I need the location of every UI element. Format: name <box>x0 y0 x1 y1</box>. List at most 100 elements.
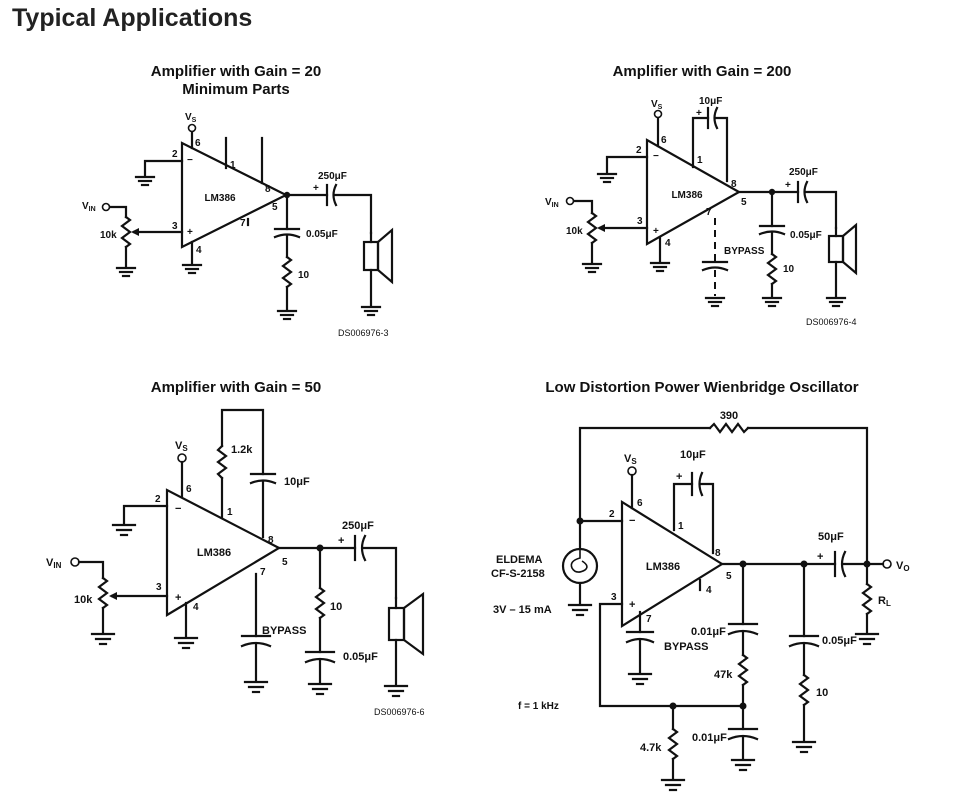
circuit3-pin3: 3 <box>156 582 162 593</box>
circuit4-lamp: 2 ELDEMA CF-S-2158 3V – 15 mA <box>491 509 624 617</box>
circuit1-pin5: 5 <box>272 202 278 213</box>
circuit3-vs-label: VS <box>175 440 188 453</box>
circuit3-bypass: 7 BYPASS <box>240 567 306 694</box>
circuit4-freq-label: f = 1 kHz <box>518 701 559 712</box>
circuit1-pin2: 2 <box>172 149 178 160</box>
circuit-gain-50: Amplifier with Gain = 50 − + LM386 VS 6 … <box>46 379 425 717</box>
circuit4-cap-plus: + <box>817 551 823 563</box>
circuit4-pin1: 1 <box>678 521 684 532</box>
circuit2-pin7: 7 <box>706 207 712 218</box>
circuit1-nc-pins: 1 7 8 5 <box>224 136 278 229</box>
circuit4-gain-cap-label: 10μF <box>680 449 706 461</box>
circuit1-output: + 250μF 0.05μF 10 <box>273 171 394 321</box>
circuit4-pin4-7: 4 7 BYPASS <box>625 578 712 686</box>
circuit4-lamp-line2: CF-S-2158 <box>491 568 545 580</box>
circuit4-rl-label: RL <box>878 595 891 608</box>
circuit3-pin8: 8 <box>268 535 274 546</box>
circuit2-title: Amplifier with Gain = 200 <box>613 63 792 80</box>
circuit3-chip-label: LM386 <box>197 547 231 559</box>
circuit1-vin-pot: VIN 10k 3 <box>82 201 184 278</box>
circuit4-pin7: 7 <box>646 614 652 625</box>
circuit2-output: 5 + 250μF 0.05μF 10 <box>737 167 858 308</box>
circuit-wienbridge-oscillator: Low Distortion Power Wienbridge Oscillat… <box>491 379 910 792</box>
circuit2-pin2: 2 <box>636 145 642 156</box>
circuit4-pin8: 8 <box>715 548 721 559</box>
circuit1-cap-shunt-label: 0.05μF <box>306 229 338 240</box>
circuit2-res-shunt-label: 10 <box>783 264 795 275</box>
circuit2-pin6: 6 <box>661 135 667 146</box>
circuit1-pin3: 3 <box>172 221 178 232</box>
circuit4-res-wien-label: 47k <box>714 669 733 681</box>
circuit2-pin4-ground: 4 <box>649 236 671 273</box>
circuit2-minus-sign: − <box>653 151 659 162</box>
circuit4-cap-shunt-label: 0.05μF <box>822 635 857 647</box>
circuit3-cap-plus: + <box>338 535 344 547</box>
circuit4-feedback-390: 390 <box>578 410 869 566</box>
circuit4-title: Low Distortion Power Wienbridge Oscillat… <box>545 379 858 396</box>
circuit3-pot-label: 10k <box>74 594 93 606</box>
circuit1-pin4-ground: 4 <box>181 240 203 275</box>
circuit4-bypass-label: BYPASS <box>664 641 708 653</box>
circuit3-cap-shunt-label: 0.05μF <box>343 651 378 663</box>
circuit1-speaker-icon <box>362 227 394 285</box>
circuit2-plus-sign: + <box>653 226 659 237</box>
circuit4-cap-wien1-label: 0.01μF <box>691 626 726 638</box>
circuit2-cap-plus: + <box>785 180 791 191</box>
circuit4-lamp-icon <box>561 547 599 585</box>
circuit1-pin6: 6 <box>195 138 201 149</box>
circuit4-gain-cap-plus: + <box>676 471 682 483</box>
circuit2-pin5: 5 <box>741 197 747 208</box>
circuit2-cap-shunt-label: 0.05μF <box>790 230 822 241</box>
circuit2-cap-out-label: 250μF <box>789 167 818 178</box>
circuit2-gain-cap-label: 10μF <box>699 96 722 107</box>
circuit1-pin1: 1 <box>230 160 236 171</box>
circuit3-pin4-ground: 4 <box>173 601 199 650</box>
circuit4-lamp-rating: 3V – 15 mA <box>493 604 552 616</box>
circuit3-vs: VS 6 <box>175 440 192 498</box>
circuit3-vin-pot: VIN 10k 3 <box>46 557 169 646</box>
circuit1-vs: VS 6 <box>185 112 201 150</box>
circuit1-pin4: 4 <box>196 245 202 256</box>
circuit4-minus-sign: − <box>629 515 635 527</box>
circuit4-opamp: − + LM386 <box>620 500 725 628</box>
circuit2-pot-label: 10k <box>566 226 583 237</box>
circuit2-bypass-label: BYPASS <box>724 246 765 257</box>
circuit3-output: 5 + 250μF 10 0.05μF <box>277 520 425 698</box>
circuit1-res-shunt-label: 10 <box>298 270 310 281</box>
circuit1-chip-label: LM386 <box>204 193 236 204</box>
circuit2-vs-label: VS <box>651 99 663 111</box>
circuit4-res-gnd-label: 4.7k <box>640 742 662 754</box>
circuit3-pin6: 6 <box>186 484 192 495</box>
circuit2-vin-label: VIN <box>545 197 559 209</box>
circuit3-bypass-label: BYPASS <box>262 625 306 637</box>
circuit1-pin2-ground: 2 <box>134 149 184 187</box>
circuit1-title-line1: Amplifier with Gain = 20 <box>151 63 321 80</box>
circuit4-vo-label: VO <box>896 560 910 573</box>
circuit3-pin2-ground: 2 <box>111 494 169 537</box>
circuit4-pin5: 5 <box>726 571 732 582</box>
circuit1-opamp: − + LM386 <box>180 141 289 249</box>
circuit3-title: Amplifier with Gain = 50 <box>151 379 321 396</box>
circuit2-pin8: 8 <box>731 179 737 190</box>
circuit4-res-shunt-label: 10 <box>816 687 828 699</box>
circuit3-res-shunt-label: 10 <box>330 601 342 613</box>
circuit2-gain-cap-plus: + <box>696 108 702 119</box>
page-title: Typical Applications <box>12 4 253 32</box>
circuit4-pin6: 6 <box>637 498 643 509</box>
circuit4-wien-network: 5 0.01μF 47k 0.01μF <box>691 560 837 772</box>
circuit4-vs-label: VS <box>624 453 637 466</box>
circuit-gain-200: Amplifier with Gain = 200 − + LM386 VS 6… <box>545 63 858 327</box>
circuit3-pin1: 1 <box>227 507 233 518</box>
circuit4-pin2: 2 <box>609 509 615 520</box>
circuit2-chip-label: LM386 <box>671 190 703 201</box>
circuit1-minus-sign: − <box>187 155 193 166</box>
circuit-gain-20: Amplifier with Gain = 20 Minimum Parts −… <box>82 63 394 338</box>
circuit1-pin7: 7 <box>240 218 246 229</box>
circuit3-plus-sign: + <box>175 592 181 604</box>
circuit3-minus-sign: − <box>175 503 181 515</box>
circuit2-speaker-icon <box>827 222 858 276</box>
circuit2-pin2-ground: 2 <box>596 145 649 184</box>
circuit2-gain-cap: + 10μF 1 8 <box>691 96 737 190</box>
circuit1-pin8: 8 <box>265 184 271 195</box>
circuit3-pin7: 7 <box>260 567 266 578</box>
